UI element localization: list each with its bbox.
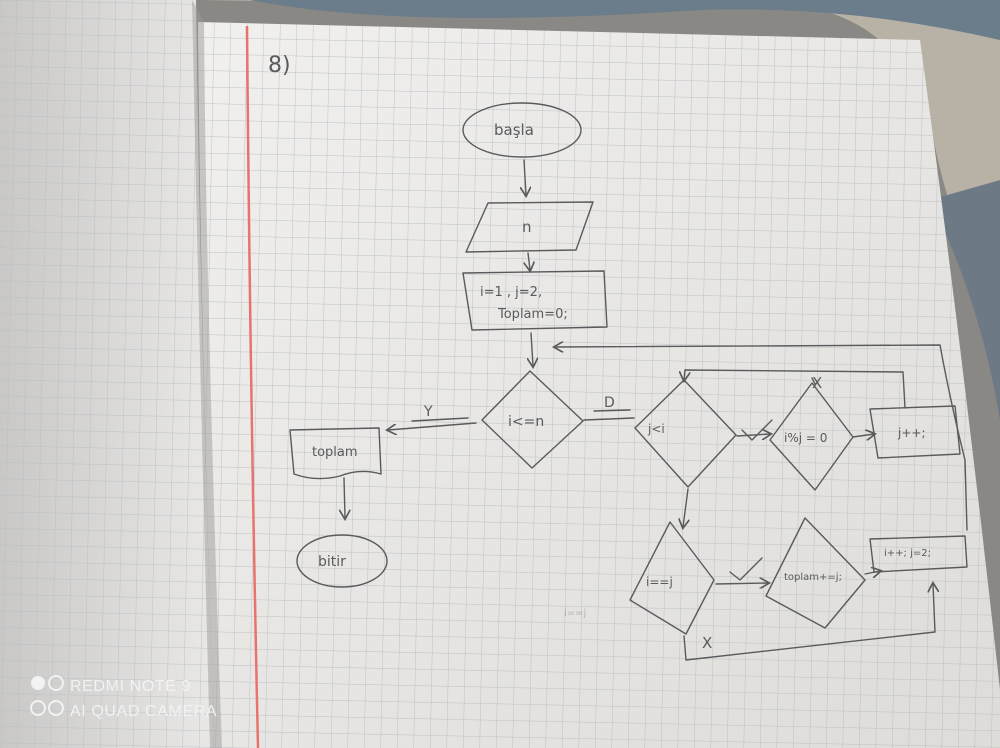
- loop-i-eq-j-false: [683, 584, 935, 661]
- loop-inc-j-back: [684, 369, 906, 409]
- condition-i-eq-j-diamond: [629, 521, 715, 635]
- condition-j-lt-i-diamond: [634, 379, 737, 488]
- left-page-grid: [0, 0, 214, 748]
- checkmark-bottom: [729, 557, 763, 581]
- exercise-number: 8): [268, 53, 291, 78]
- init-rectangle: [462, 270, 608, 331]
- false-mark-bottom: X: [702, 634, 712, 652]
- checkmark-top: [741, 419, 773, 441]
- camera-lens-icon-2: [30, 699, 70, 724]
- output-label: toplam: [312, 445, 358, 460]
- condition-j-lt-i-label: j<i: [647, 422, 665, 436]
- output-document: [289, 427, 382, 480]
- inc-i-rectangle: [869, 535, 968, 573]
- carpet-pattern: [200, 0, 1000, 300]
- camera-lens-icon: [30, 674, 70, 699]
- watermark-camera: AI QUAD CAMERA: [70, 702, 218, 720]
- start-label: başla: [494, 121, 534, 139]
- input-label: n: [522, 218, 532, 236]
- arrow-j-lt-i-down: [683, 488, 688, 527]
- arrow-start-input: [524, 159, 526, 195]
- init-label-1: i=1 , j=2,: [480, 285, 542, 300]
- inc-j-rectangle: [869, 405, 961, 459]
- inc-j-label: j++;: [897, 426, 926, 440]
- arrow-mod-inc-j: [852, 434, 874, 437]
- add-sum-shape: [765, 517, 866, 629]
- inc-i-label: i++; j=2;: [884, 548, 931, 559]
- start-oval: [462, 102, 582, 158]
- arrow-yes-output: [388, 422, 477, 430]
- false-mark-top: X: [812, 374, 822, 392]
- camera-watermark: REDMI NOTE 9 AI QUAD CAMERA: [30, 674, 217, 724]
- condition-mod-label: i%j = 0: [784, 431, 827, 445]
- arrow-i-eq-j-sum: [715, 583, 768, 584]
- arrow-init-condition: [531, 332, 533, 366]
- margin-line: [245, 25, 260, 748]
- spine-shadow: [192, 0, 222, 748]
- arrow-no-inner: [583, 417, 635, 421]
- end-oval: [296, 534, 388, 588]
- end-label: bitir: [318, 554, 346, 570]
- right-page-grid: [198, 22, 1000, 748]
- condition-i-eq-j-label: i==j: [646, 575, 673, 589]
- stray-note: i==j: [564, 608, 586, 619]
- yes-underline: [411, 417, 469, 422]
- loop-false-mod: [811, 377, 816, 385]
- yes-label: Y: [423, 404, 433, 420]
- no-underline: [593, 409, 631, 412]
- watermark-device: REDMI NOTE 9: [70, 677, 191, 695]
- loop-inc-i-back: [555, 345, 968, 531]
- outer-condition-label: i<=n: [508, 414, 544, 430]
- init-label-2: Toplam=0;: [497, 307, 568, 322]
- outer-condition-diamond: [481, 370, 584, 469]
- no-label: D: [604, 395, 615, 411]
- condition-mod-diamond: [769, 382, 854, 491]
- arrow-j-lt-i-mod: [736, 434, 770, 436]
- carpet-pattern-blue: [250, 0, 1000, 40]
- carpet-pattern-right: [930, 180, 1000, 420]
- input-parallelogram: [465, 201, 594, 253]
- arrow-output-end: [344, 477, 345, 518]
- arrow-input-init: [528, 252, 530, 270]
- add-sum-label: toplam+=j;: [784, 572, 842, 583]
